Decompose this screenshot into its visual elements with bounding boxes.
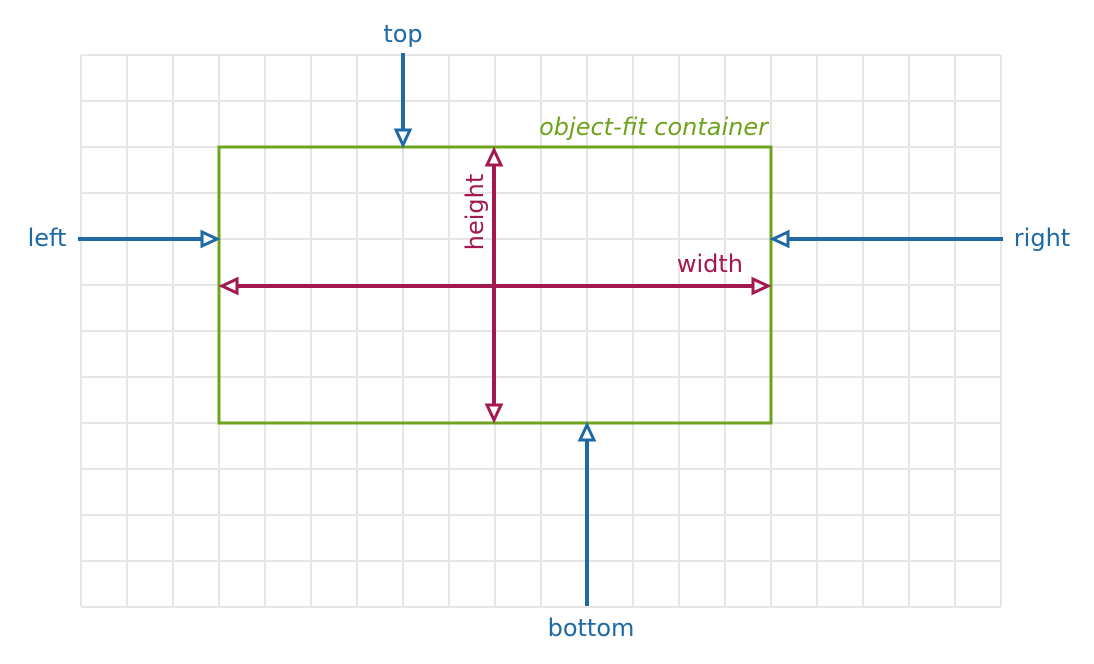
top-arrow — [393, 53, 413, 149]
left-label: left — [28, 224, 67, 252]
height-arrow — [484, 146, 504, 424]
right-arrow — [769, 229, 1003, 249]
container-label: object-fit container — [539, 113, 770, 141]
bottom-label: bottom — [548, 614, 635, 642]
height-label: height — [461, 174, 489, 251]
right-label: right — [1014, 224, 1070, 252]
top-label: top — [383, 20, 422, 48]
left-arrow — [78, 229, 221, 249]
width-label: width — [677, 250, 743, 278]
object-fit-container-box — [217, 145, 773, 425]
bottom-arrow — [577, 421, 597, 606]
